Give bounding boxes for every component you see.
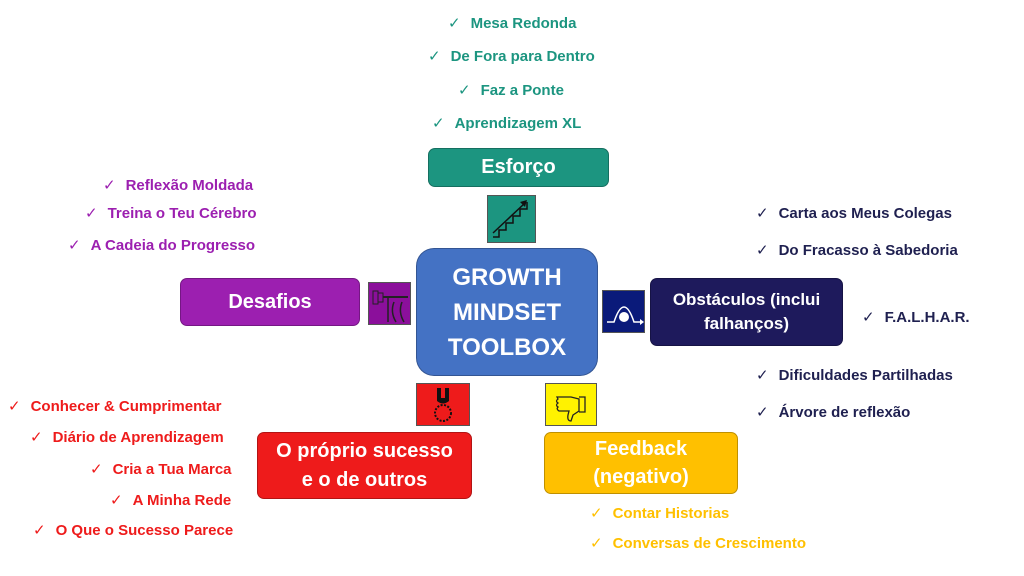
list-item: ✓De Fora para Dentro [428, 48, 595, 65]
list-item: ✓Conhecer & Cumprimentar [8, 398, 222, 415]
esforco-node: Esforço [428, 148, 609, 187]
list-item: ✓Aprendizagem XL [432, 115, 582, 132]
stairs-icon [487, 195, 536, 243]
list-item: ✓Carta aos Meus Colegas [756, 205, 952, 222]
medal-icon [416, 383, 470, 426]
obstaculos-line: falhanços) [703, 314, 790, 333]
thumbs-down-icon [545, 383, 597, 426]
feedback-line: (negativo) [593, 466, 689, 488]
sucesso-line: O próprio sucesso [276, 439, 453, 462]
list-item: ✓Conversas de Crescimento [590, 535, 806, 552]
list-item: ✓F.A.L.H.A.R. [862, 309, 970, 326]
list-item: ✓Do Fracasso à Sabedoria [756, 242, 958, 259]
sucesso-node: O próprio sucesso e o de outros [257, 432, 472, 499]
list-item: ✓O Que o Sucesso Parece [33, 522, 234, 539]
center-line: TOOLBOX [447, 333, 567, 361]
list-item: ✓A Cadeia do Progresso [68, 237, 256, 254]
esforco-label: Esforço [481, 156, 556, 178]
sucesso-line: e o de outros [301, 468, 428, 491]
obstaculos-node: Obstáculos (inclui falhanços) [650, 278, 843, 346]
list-item: ✓Reflexão Moldada [103, 177, 254, 194]
desafios-label: Desafios [228, 290, 312, 313]
list-item: ✓Faz a Ponte [458, 82, 564, 99]
list-item: ✓A Minha Rede [110, 492, 232, 509]
obstacle-hill-icon [602, 290, 645, 333]
weightlifting-icon [368, 282, 411, 325]
center-line: GROWTH [452, 263, 562, 291]
center-node: GROWTH MINDSET TOOLBOX [416, 248, 598, 376]
list-item: ✓Contar Historias [590, 505, 730, 522]
list-item: ✓Dificuldades Partilhadas [756, 367, 953, 384]
desafios-node: Desafios [180, 278, 360, 326]
list-item: ✓Diário de Aprendizagem [30, 429, 224, 446]
obstaculos-line: Obstáculos (inclui [672, 290, 821, 309]
list-item: ✓Árvore de reflexão [756, 404, 911, 421]
feedback-line: Feedback [594, 438, 688, 460]
list-item: ✓Treina o Teu Cérebro [85, 205, 257, 222]
center-line: MINDSET [453, 298, 561, 326]
list-item: ✓Mesa Redonda [448, 15, 577, 32]
list-item: ✓Cria a Tua Marca [90, 461, 232, 478]
feedback-node: Feedback (negativo) [544, 432, 738, 494]
